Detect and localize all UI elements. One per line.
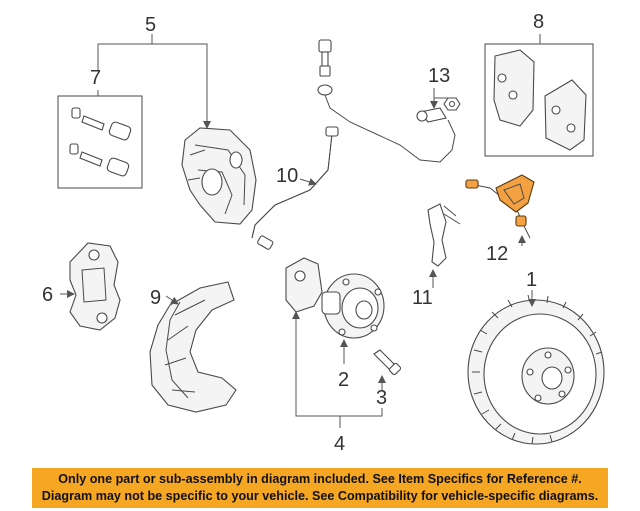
sensor-wire <box>317 39 456 163</box>
speed-sensor <box>416 97 461 123</box>
brake-hose <box>251 126 339 250</box>
brake-rotor <box>467 294 605 445</box>
disclaimer-banner: Only one part or sub-assembly in diagram… <box>32 468 608 508</box>
bolt-kit-box <box>57 90 143 189</box>
wheel-hub <box>321 273 385 339</box>
steering-knuckle <box>285 257 323 313</box>
callout-4: 4 <box>334 433 345 455</box>
callout-5-bracket <box>97 34 211 129</box>
splash-shield <box>149 281 237 413</box>
callout-8: 8 <box>533 11 544 33</box>
callout-1: 1 <box>526 269 537 291</box>
callout-6: 6 <box>42 284 53 306</box>
callout-3: 3 <box>376 387 387 409</box>
callout-13: 13 <box>428 65 450 87</box>
callout-9: 9 <box>150 287 161 309</box>
disclaimer-line-1: Only one part or sub-assembly in diagram… <box>58 472 582 486</box>
hub-bolt <box>373 349 402 376</box>
sensor-bracket <box>427 203 461 267</box>
callout-12: 12 <box>486 243 508 265</box>
callout-5: 5 <box>145 14 156 36</box>
callout-11: 11 <box>412 287 433 309</box>
callout-4-bracket <box>292 311 383 428</box>
caliper-bracket <box>69 242 121 331</box>
disclaimer-line-2: Diagram may not be specific to your vehi… <box>41 489 599 503</box>
brake-pad-box <box>484 34 594 157</box>
brake-caliper <box>181 127 257 225</box>
callout-7: 7 <box>90 67 101 89</box>
callout-10: 10 <box>276 165 298 187</box>
brake-wear-sensor <box>465 174 535 239</box>
callout-2: 2 <box>338 369 349 391</box>
